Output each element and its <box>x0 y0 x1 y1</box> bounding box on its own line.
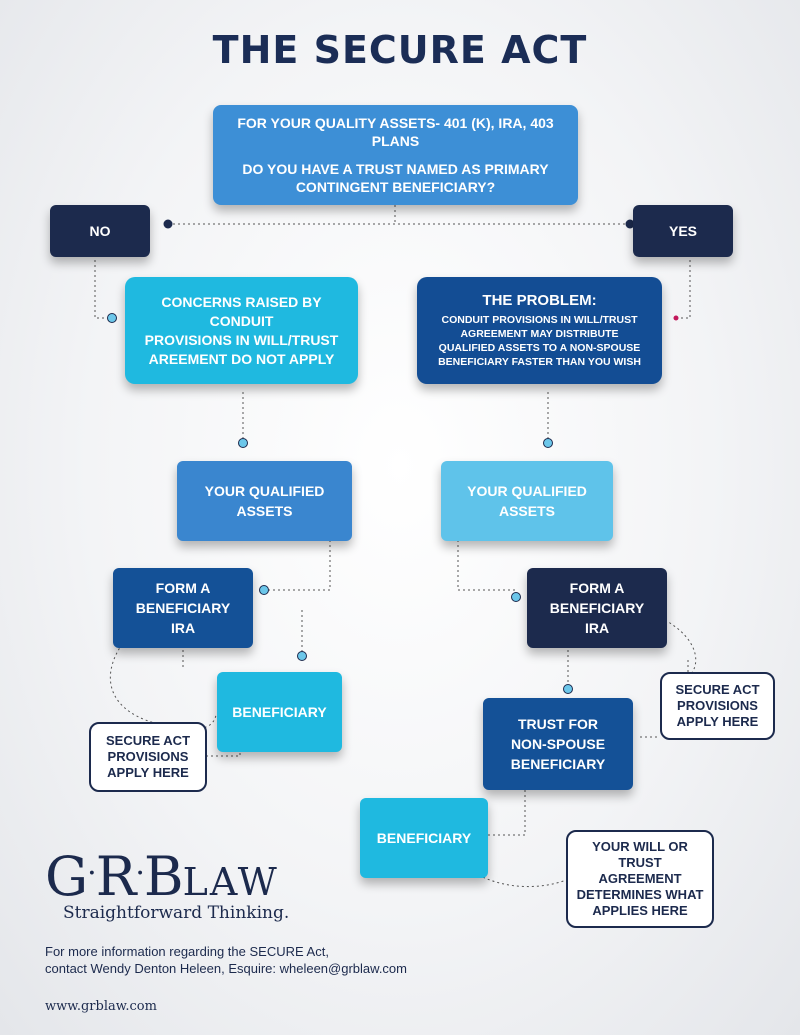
beneficiary-left-label: BENEFICIARY <box>232 704 327 720</box>
no-box: NO <box>50 205 150 257</box>
trust-box: TRUST FOR NON-SPOUSE BENEFICIARY <box>483 698 633 790</box>
top-question-box: FOR YOUR QUALITY ASSETS- 401 (K), IRA, 4… <box>213 105 578 205</box>
note-will-or-trust: YOUR WILL OR TRUST AGREEMENT DETERMINES … <box>566 830 714 928</box>
logo-law: LAW <box>182 860 279 904</box>
logo-tagline: Straightforward Thinking. <box>63 903 290 923</box>
assets-left-line2: ASSETS <box>236 503 293 519</box>
problem-line1: CONDUIT PROVISIONS IN WILL/TRUST <box>441 314 638 326</box>
note-left-line1: SECURE ACT <box>105 733 191 748</box>
assets-left-line1: YOUR QUALIFIED <box>204 483 325 499</box>
problem-line4: BENEFICIARY FASTER THAN YOU WISH <box>438 356 641 368</box>
footer-website[interactable]: www.grblaw.com <box>45 999 157 1014</box>
concerns-line2: PROVISIONS IN WILL/TRUST <box>144 331 339 348</box>
footer-line1: For more information regarding the SECUR… <box>45 944 329 959</box>
footer-line2: contact Wendy Denton Heleen, Esquire: wh… <box>45 961 407 976</box>
logo-letter-b: B <box>143 845 184 908</box>
form-ira-left-box: FORM A BENEFICIARY IRA <box>113 568 253 648</box>
trust-line2: NON-SPOUSE <box>510 736 606 752</box>
logo-letter-g: G <box>45 845 88 908</box>
note-right-line1: SECURE ACT <box>675 682 760 697</box>
yes-box: YES <box>633 205 733 257</box>
concerns-line3: AREEMENT DO NOT APPLY <box>148 350 335 367</box>
problem-box: THE PROBLEM: CONDUIT PROVISIONS IN WILL/… <box>417 277 662 384</box>
top-box-line3: CONTINGENT BENEFICIARY? <box>295 179 496 195</box>
logo-separator-icon: · <box>87 856 96 891</box>
no-label: NO <box>89 223 111 239</box>
form-left-line1: FORM A <box>155 580 211 596</box>
grb-law-logo: G·R·BLAW Straightforward Thinking. <box>45 845 345 935</box>
assets-right-line2: ASSETS <box>498 503 555 519</box>
page-title: THE SECURE ACT <box>212 28 588 72</box>
assets-left-box: YOUR QUALIFIED ASSETS <box>177 461 352 541</box>
note-right-line2: PROVISIONS <box>677 698 758 713</box>
assets-right-box: YOUR QUALIFIED ASSETS <box>441 461 613 541</box>
form-left-line2: BENEFICIARY IRA <box>135 600 231 636</box>
note-will-line1: YOUR WILL OR TRUST <box>592 839 688 870</box>
logo-separator-icon: · <box>135 856 144 891</box>
concerns-box: CONCERNS RAISED BY CONDUIT PROVISIONS IN… <box>125 277 358 384</box>
beneficiary-right-label: BENEFICIARY <box>376 830 472 846</box>
note-left-line2: PROVISIONS <box>107 749 189 764</box>
concerns-line1: CONCERNS RAISED BY CONDUIT <box>161 293 322 329</box>
note-will-line2: AGREEMENT <box>598 871 682 886</box>
note-secure-act-left: SECURE ACT PROVISIONS APPLY HERE <box>89 722 207 792</box>
assets-right-line1: YOUR QUALIFIED <box>467 483 587 499</box>
top-box-line2: DO YOU HAVE A TRUST NAMED AS PRIMARY <box>242 161 549 177</box>
note-will-line4: APPLIES HERE <box>592 903 688 918</box>
beneficiary-left-box: BENEFICIARY <box>217 672 342 752</box>
note-will-line3: DETERMINES WHAT <box>576 887 704 902</box>
problem-line3: QUALIFIED ASSETS TO A NON-SPOUSE <box>438 342 641 354</box>
form-right-line2: BENEFICIARY IRA <box>549 600 645 636</box>
form-ira-right-box: FORM A BENEFICIARY IRA <box>527 568 667 648</box>
top-box-line1: FOR YOUR QUALITY ASSETS- 401 (K), IRA, 4… <box>237 115 554 149</box>
beneficiary-right-box: BENEFICIARY <box>360 798 488 878</box>
note-left-line3: APPLY HERE <box>107 765 189 780</box>
logo-letter-r: R <box>95 845 137 908</box>
trust-line3: BENEFICIARY <box>510 756 606 772</box>
trust-line1: TRUST FOR <box>517 716 599 732</box>
form-right-line1: FORM A <box>569 580 625 596</box>
yes-label: YES <box>668 223 697 239</box>
note-secure-act-right: SECURE ACT PROVISIONS APPLY HERE <box>660 672 775 740</box>
note-right-line3: APPLY HERE <box>676 714 759 729</box>
problem-line2: AGREEMENT MAY DISTRIBUTE <box>460 328 619 340</box>
footer-contact: For more information regarding the SECUR… <box>45 943 407 977</box>
problem-heading: THE PROBLEM: <box>482 292 597 309</box>
